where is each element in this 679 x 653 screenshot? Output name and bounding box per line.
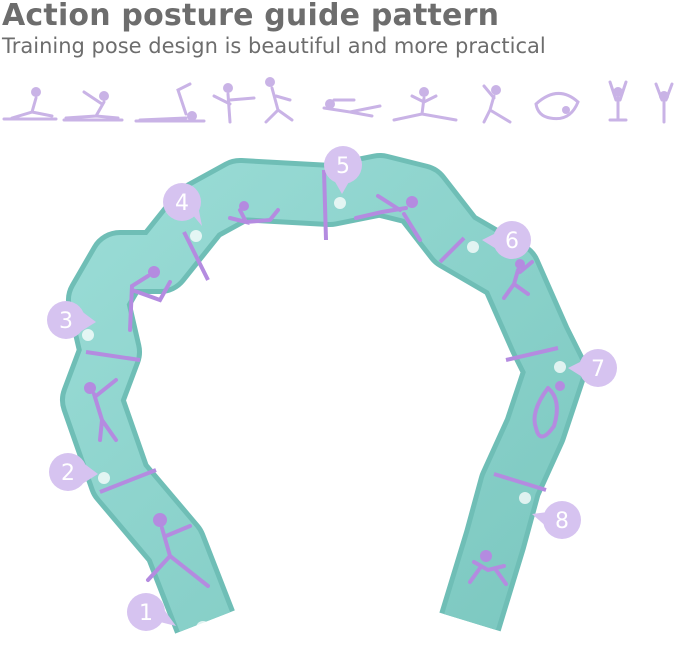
badge-4: 4: [163, 183, 202, 226]
pose-icon-row: [2, 77, 674, 124]
print-pose-7: [532, 381, 565, 439]
svg-text:4: 4: [175, 191, 189, 216]
badge-6: 6: [482, 221, 531, 259]
side-lunge-icon: [482, 84, 512, 124]
prone-stretch-icon: [322, 98, 382, 118]
lunge-icon: [134, 82, 206, 123]
bow-icon: [534, 92, 580, 121]
badge-7: 7: [568, 349, 617, 387]
split-icon: [392, 87, 458, 122]
svg-text:1: 1: [139, 601, 153, 626]
leg-stretch-icon: [62, 90, 124, 122]
badge-3: 3: [47, 301, 96, 339]
standing-reach-icon: [654, 82, 674, 124]
print-pose-2: [84, 378, 118, 442]
svg-text:8: 8: [555, 509, 569, 534]
badge-1: 1: [127, 593, 176, 631]
kneeling-arch-icon: [264, 77, 294, 124]
strap-pose-prints: [84, 194, 565, 588]
callout-badges: 1 2 3 4 5 6 7: [47, 146, 617, 631]
print-pose-4: [228, 201, 280, 225]
seated-stretch-icon: [2, 87, 58, 121]
svg-text:3: 3: [59, 309, 73, 334]
print-pose-6: [502, 259, 534, 300]
standing-balance-icon: [212, 83, 256, 124]
svg-text:6: 6: [505, 229, 519, 254]
print-pose-8: [468, 550, 508, 586]
loop-seams: [85, 169, 559, 494]
page-subtitle: Training pose design is beautiful and mo…: [2, 34, 546, 58]
page-title: Action posture guide pattern: [2, 0, 500, 33]
print-pose-3: [128, 266, 172, 332]
strap-number-dots: [82, 197, 566, 635]
badge-5: 5: [324, 146, 362, 194]
overhead-stretch-icon: [608, 80, 628, 122]
svg-text:7: 7: [591, 357, 605, 382]
badge-8: 8: [532, 501, 581, 539]
print-pose-1: [146, 513, 210, 588]
badge-2: 2: [49, 453, 98, 491]
print-pose-5: [354, 194, 422, 242]
svg-text:5: 5: [336, 154, 350, 179]
svg-text:2: 2: [61, 461, 75, 486]
